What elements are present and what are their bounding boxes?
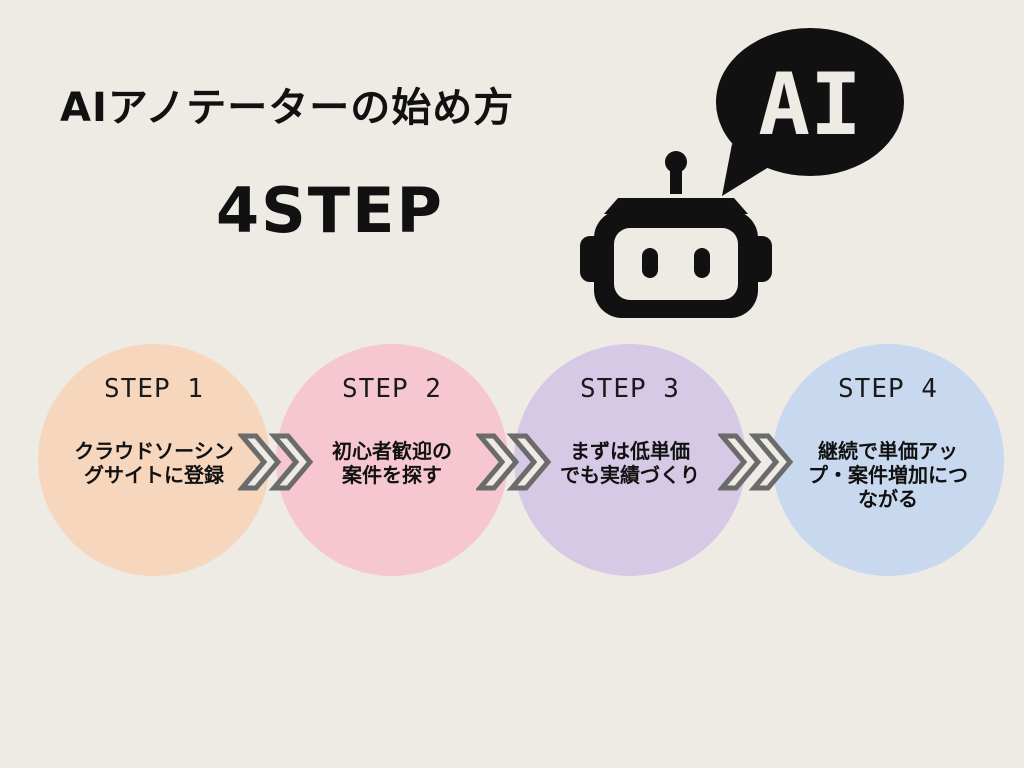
step-3-circle: STEP 3 まずは低単価 でも実績づくり bbox=[514, 344, 746, 576]
step-1-label: STEP 1 bbox=[104, 374, 204, 404]
page-subtitle: 4STEP bbox=[216, 174, 444, 247]
double-chevron-right-icon bbox=[238, 433, 314, 491]
ai-badge-text: AI bbox=[758, 55, 862, 155]
double-chevron-right-icon bbox=[476, 433, 552, 491]
step-3-label: STEP 3 bbox=[580, 374, 680, 404]
step-4-text: 継続で単価アッ プ・案件増加につ ながる bbox=[808, 439, 968, 511]
robot-illustration: AI bbox=[580, 28, 904, 318]
step-3-text: まずは低単価 でも実績づくり bbox=[560, 439, 700, 487]
step-2-text: 初心者歓迎の 案件を探す bbox=[332, 439, 452, 487]
speech-bubble-icon: AI bbox=[716, 28, 904, 196]
step-1-circle: STEP 1 クラウドソーシン グサイトに登録 bbox=[38, 344, 270, 576]
double-chevron-right-icon bbox=[718, 433, 794, 491]
robot-icon bbox=[580, 151, 772, 318]
step-1-text: クラウドソーシン グサイトに登録 bbox=[74, 439, 234, 487]
step-4-label: STEP 4 bbox=[838, 374, 938, 404]
step-4-circle: STEP 4 継続で単価アッ プ・案件増加につ ながる bbox=[772, 344, 1004, 576]
step-2-circle: STEP 2 初心者歓迎の 案件を探す bbox=[276, 344, 508, 576]
page-title: AIアノテーターの始め方 bbox=[60, 85, 515, 131]
step-2-label: STEP 2 bbox=[342, 374, 442, 404]
